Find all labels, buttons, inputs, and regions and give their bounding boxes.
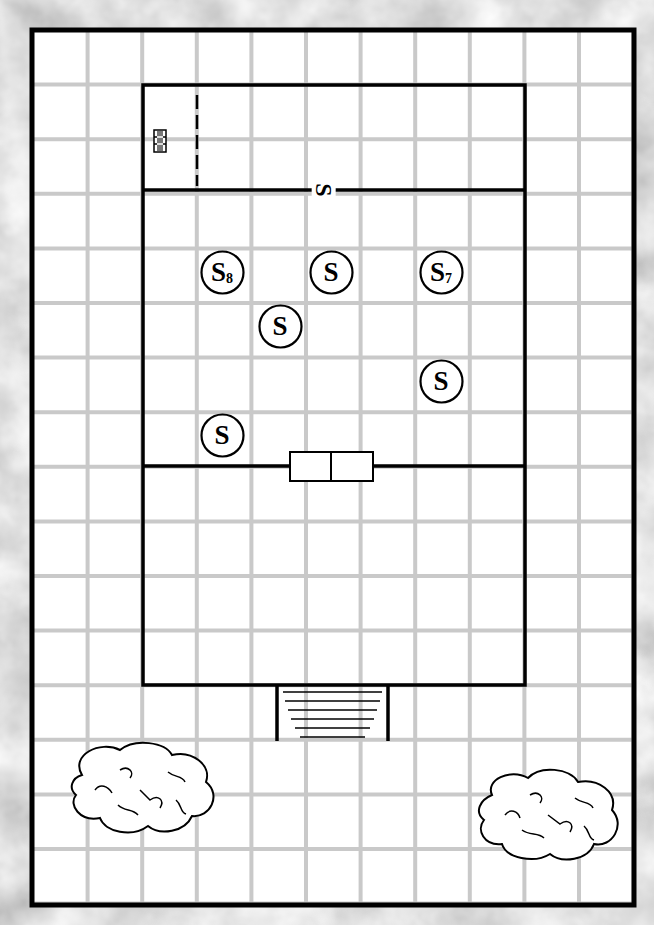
token-letter: S xyxy=(211,259,226,286)
token-number: 8 xyxy=(226,272,233,286)
grid xyxy=(32,30,634,905)
monster-token: S8 xyxy=(200,250,245,295)
entry-stairs xyxy=(277,684,388,741)
token-circle xyxy=(310,251,352,293)
monster-token: S xyxy=(309,250,354,295)
monster-token: S xyxy=(419,359,464,404)
token-number: 7 xyxy=(445,272,452,286)
map-ground xyxy=(32,30,634,905)
double-door xyxy=(290,452,373,481)
token-circle xyxy=(420,251,462,293)
token-letter: S xyxy=(272,313,287,340)
bush xyxy=(479,770,618,860)
bush xyxy=(72,743,214,833)
token-letter: S xyxy=(430,259,445,286)
secret-door-mark: S xyxy=(312,182,336,197)
token-letter: S xyxy=(433,368,448,395)
monster-token: S7 xyxy=(419,250,464,295)
token-letter: S xyxy=(323,259,338,286)
dashed-partition xyxy=(196,95,199,186)
token-circle xyxy=(420,360,462,402)
monster-token: S xyxy=(200,413,245,458)
building-walls xyxy=(143,85,525,685)
token-circle xyxy=(201,414,243,456)
token-letter: S xyxy=(214,422,229,449)
ladder-icon xyxy=(154,130,166,152)
map-border xyxy=(32,30,634,905)
token-circle xyxy=(201,251,243,293)
monster-token: S xyxy=(258,304,303,349)
token-circle xyxy=(259,305,301,347)
